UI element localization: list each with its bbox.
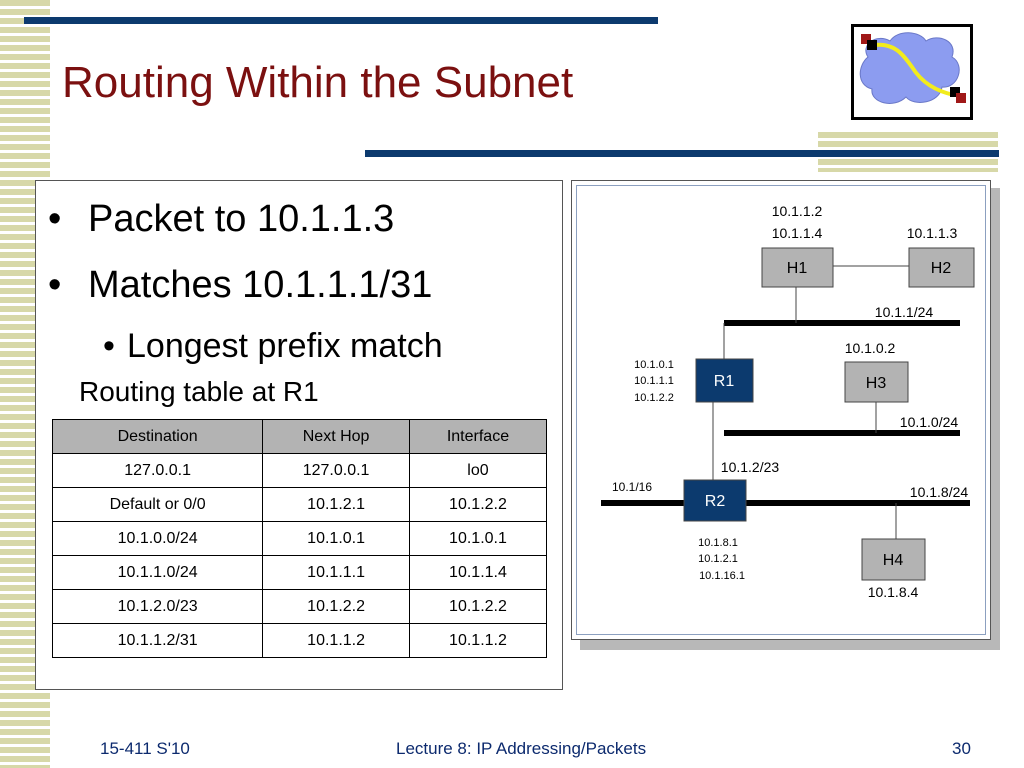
table-cell: 10.1.2.2 xyxy=(408,589,548,624)
bullet-glyph: • xyxy=(48,264,62,306)
table-row: Default or 0/0 10.1.2.1 10.1.2.2 xyxy=(51,487,548,522)
column-header: Next Hop xyxy=(262,419,410,454)
bullet-item: • Packet to 10.1.1.3 xyxy=(48,198,394,241)
r2-address-2: 10.1.2.1 xyxy=(698,553,738,565)
host-h4 xyxy=(861,538,926,581)
sub-bullet-item: • Longest prefix match xyxy=(103,327,443,366)
host-h3-label: H3 xyxy=(866,375,887,392)
host-h2-label: H2 xyxy=(931,260,952,277)
table-cell: 10.1.2.2 xyxy=(262,589,410,624)
host-h3 xyxy=(844,361,909,403)
net-10-1-1-label: 10.1.1/24 xyxy=(875,304,934,320)
table-row: 10.1.1.2/31 10.1.1.2 10.1.1.2 xyxy=(51,623,548,658)
r1-address-3: 10.1.2.2 xyxy=(634,392,674,404)
column-header: Destination xyxy=(51,419,264,454)
bullet-glyph: • xyxy=(48,198,62,240)
table-cell: 127.0.0.1 xyxy=(262,453,410,488)
bullet-text: Packet to 10.1.1.3 xyxy=(88,198,395,240)
router-r2 xyxy=(683,479,747,522)
top-accent-bar xyxy=(24,17,658,24)
table-cell: 10.1.1.2 xyxy=(408,623,548,658)
r1-address-2: 10.1.1.1 xyxy=(634,375,674,387)
r2-address-3: 10.1.16.1 xyxy=(699,570,745,582)
table-header-row: Destination Next Hop Interface xyxy=(51,419,548,454)
footer-page-number: 30 xyxy=(952,739,971,758)
sub-bullet-text: Longest prefix match xyxy=(127,327,443,365)
router-r1-label: R1 xyxy=(714,373,735,390)
table-cell: lo0 xyxy=(408,453,548,488)
network-cloud-logo-icon xyxy=(851,24,973,120)
table-row: 127.0.0.1 127.0.0.1 lo0 xyxy=(51,453,548,488)
routing-table: Destination Next Hop Interface 127.0.0.1… xyxy=(51,419,548,658)
footer-lecture-title: Lecture 8: IP Addressing/Packets xyxy=(396,739,647,758)
net-10-1-8-label: 10.1.8/24 xyxy=(910,484,969,500)
router-r2-label: R2 xyxy=(705,493,726,510)
table-row: 10.1.0.0/24 10.1.0.1 10.1.0.1 xyxy=(51,521,548,556)
slide-title: Routing Within the Subnet xyxy=(62,58,574,107)
net-10-1-16-label: 10.1/16 xyxy=(612,480,652,494)
bullet-glyph: • xyxy=(103,327,115,365)
bottom-accent-bar xyxy=(365,150,999,157)
table-cell: 10.1.1.2/31 xyxy=(51,623,264,658)
r2-address-1: 10.1.8.1 xyxy=(698,537,738,549)
host-h1-label: H1 xyxy=(787,260,808,277)
bullet-item: • Matches 10.1.1.1/31 xyxy=(48,264,432,307)
host-h4-label: H4 xyxy=(883,552,904,569)
h3-address: 10.1.0.2 xyxy=(845,340,896,356)
network-diagram-inner-frame xyxy=(576,185,986,635)
table-row: 10.1.2.0/23 10.1.2.2 10.1.2.2 xyxy=(51,589,548,624)
r1-address-1: 10.1.0.1 xyxy=(634,359,674,371)
footer-course: 15-411 S'10 xyxy=(100,739,190,758)
router-r1 xyxy=(695,358,754,403)
table-cell: 10.1.2.0/23 xyxy=(51,589,264,624)
h4-address: 10.1.8.4 xyxy=(868,584,919,600)
net-10-1-2-label: 10.1.2/23 xyxy=(721,459,780,475)
bullet-text: Matches 10.1.1.1/31 xyxy=(88,264,433,306)
h1-address-1: 10.1.1.2 xyxy=(772,203,823,219)
h2-address: 10.1.1.3 xyxy=(907,225,958,241)
table-row: 10.1.1.0/24 10.1.1.1 10.1.1.4 xyxy=(51,555,548,590)
host-h2 xyxy=(908,247,975,288)
table-cell: 10.1.2.1 xyxy=(262,487,410,522)
table-cell: 10.1.1.0/24 xyxy=(51,555,264,590)
net-10-1-0-label: 10.1.0/24 xyxy=(900,414,959,430)
table-cell: 10.1.0.1 xyxy=(408,521,548,556)
table-cell: 127.0.0.1 xyxy=(51,453,264,488)
table-cell: 10.1.1.2 xyxy=(262,623,410,658)
routing-table-caption: Routing table at R1 xyxy=(79,376,319,407)
table-cell: 10.1.2.2 xyxy=(408,487,548,522)
table-cell: Default or 0/0 xyxy=(51,487,264,522)
h1-address-2: 10.1.1.4 xyxy=(772,225,823,241)
host-h1 xyxy=(761,247,834,288)
column-header: Interface xyxy=(408,419,548,454)
